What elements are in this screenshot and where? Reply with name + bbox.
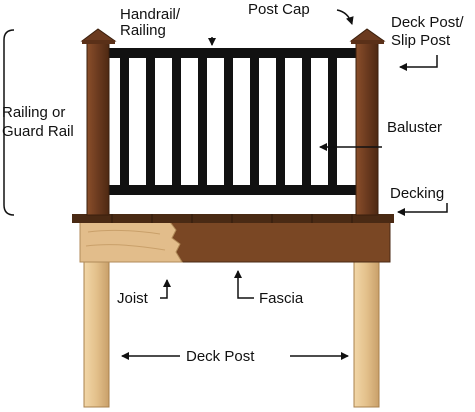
decking-label: Decking — [390, 185, 444, 202]
joist-end — [79, 221, 183, 263]
joist-label: Joist — [117, 290, 149, 307]
railing-post-right — [355, 39, 379, 216]
deck-post-slip-arrow — [399, 55, 438, 71]
railing-label: Railing — [120, 22, 166, 39]
baluster-label: Baluster — [387, 119, 442, 136]
decking-arrow — [397, 203, 448, 216]
deck-post-label: Deck Post — [186, 348, 255, 365]
post-cap-right — [349, 28, 386, 42]
post-cap-left — [80, 28, 117, 42]
fascia-arrow — [234, 270, 254, 299]
deck-post-left — [83, 261, 110, 408]
decking-board — [72, 214, 394, 223]
handrail — [108, 48, 356, 58]
handrail-label: Handrail/ — [120, 6, 181, 23]
post-cap-arrow — [336, 9, 354, 25]
joist-arrow — [160, 279, 171, 299]
post-cap-label: Post Cap — [248, 1, 310, 18]
railing-guard-label-2: Guard Rail — [2, 123, 74, 140]
deck-post-slip-label-1: Deck Post/ — [391, 14, 464, 31]
deck-post-right — [353, 261, 380, 408]
bottom-rail — [108, 185, 356, 195]
railing-bracket — [3, 29, 15, 216]
fascia-label: Fascia — [259, 290, 304, 307]
railing-guard-label-1: Railing or — [2, 104, 65, 121]
balusters — [120, 55, 337, 195]
railing-post-left — [86, 39, 110, 216]
deck-post-slip-label-2: Slip Post — [391, 32, 451, 49]
